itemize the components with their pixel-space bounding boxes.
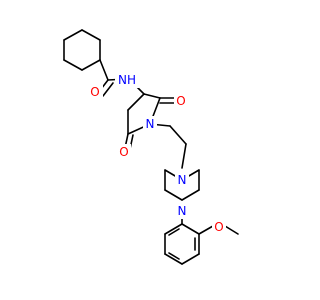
bond [169,125,187,145]
nitrogen-label: N [178,204,187,218]
nh-label: NH [118,73,136,87]
bond [224,225,239,235]
molecule-structure: O NH O N O N N O [63,29,239,265]
atom-o-methoxy: O [212,219,226,235]
oxygen-label: O [176,94,185,108]
atom-labels: O NH O N O N N O [89,72,226,235]
bond [143,93,161,99]
nitrogen-label: N [178,173,187,187]
bond [181,189,200,201]
bond [127,93,145,111]
bond [198,225,214,235]
atom-nh-amide: NH [115,72,139,88]
bond [63,59,83,71]
atom-o-ring-top: O [174,93,188,109]
atom-n-piperazine-bottom: N [175,203,189,219]
bond [99,59,109,81]
bond [164,223,183,235]
oxygen-label: O [214,220,223,234]
bond [181,223,200,235]
atom-n-piperazine-top: N [175,172,189,188]
oxygen-label: O [119,145,128,159]
aromatic-bond [168,252,180,260]
bond [181,253,200,265]
bond [181,143,187,169]
bond [81,29,101,41]
bond-lines [63,29,239,265]
bond [164,189,183,201]
nitrogen-label: N [146,117,155,131]
bond [81,59,101,71]
bond [63,29,83,41]
atom-o-ring-bottom: O [117,144,131,160]
atom-o-amide: O [89,84,103,100]
atom-n-ring: N [143,116,157,132]
bond [164,253,183,265]
double-bond [102,82,114,97]
oxygen-label: O [90,85,99,99]
aromatic-bond [168,228,180,236]
